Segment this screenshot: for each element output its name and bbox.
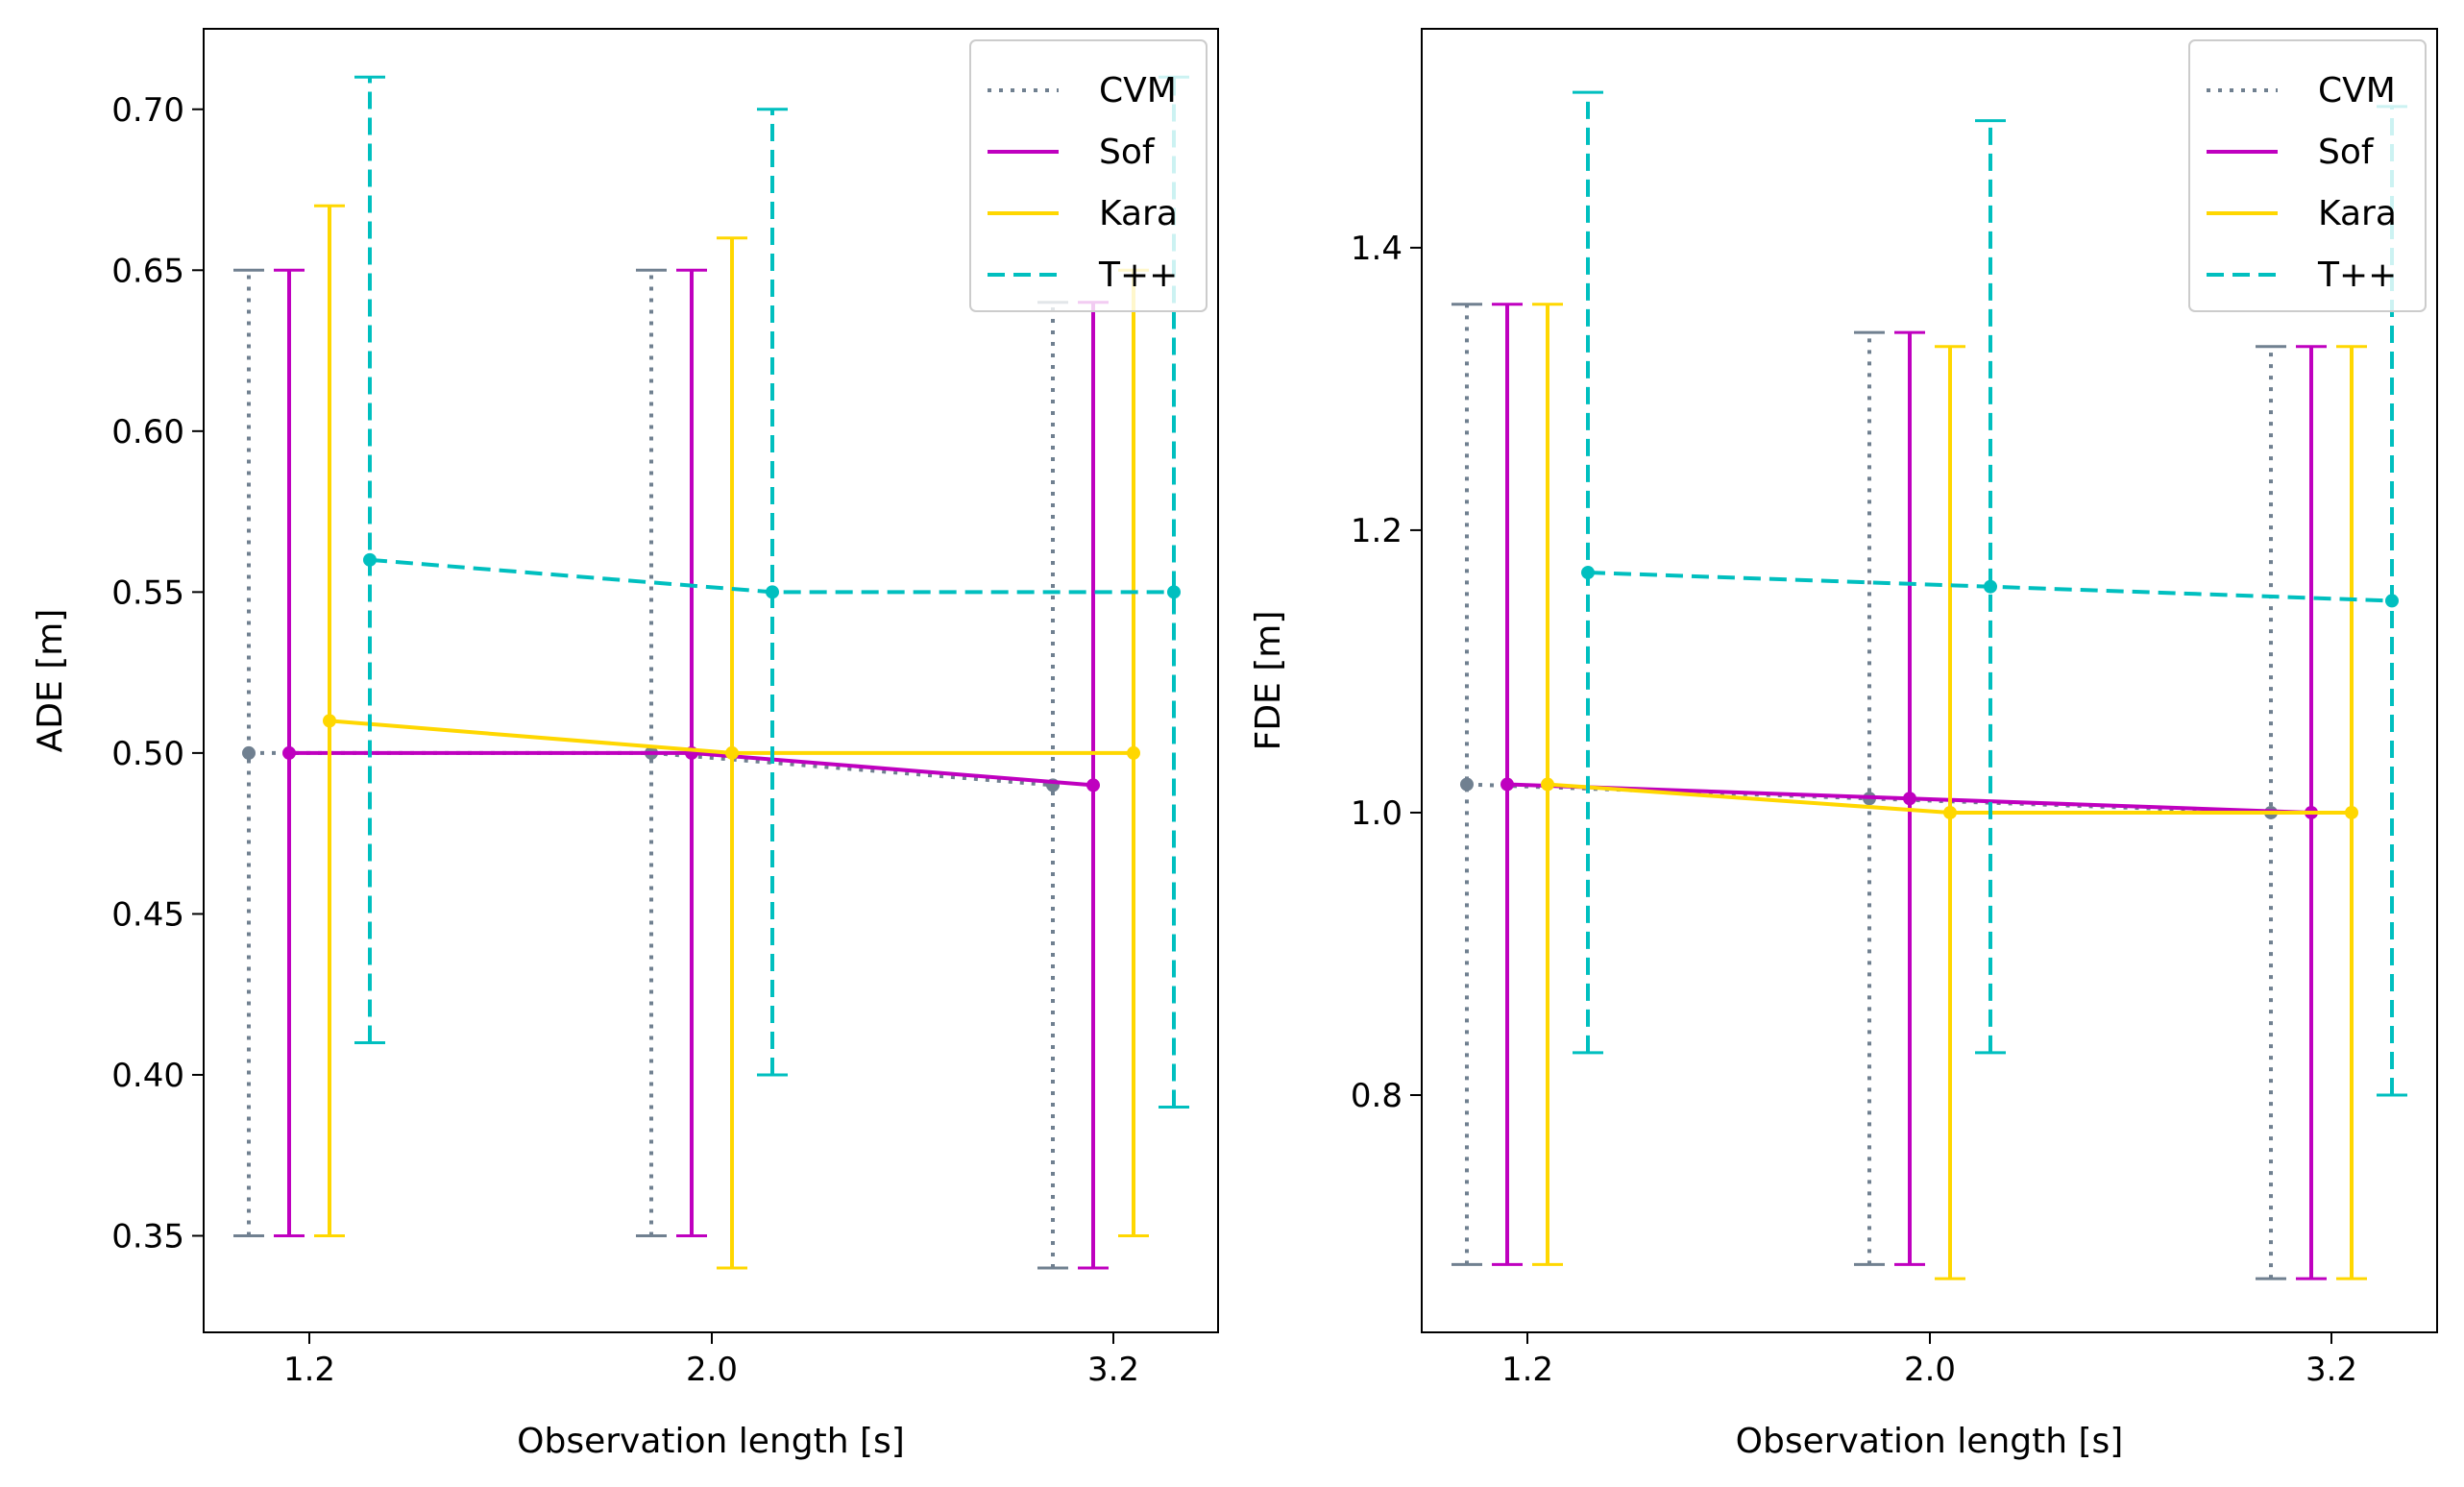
- y-axis-label: FDE [m]: [1249, 611, 1288, 751]
- x-tick-label: 2.0: [686, 1351, 738, 1389]
- data-point: [725, 745, 739, 760]
- y-tick-label: 0.35: [111, 1217, 184, 1255]
- data-point: [282, 745, 296, 760]
- data-point: [1541, 777, 1554, 792]
- legend-box: [2188, 39, 2427, 312]
- x-axis-label: Observation length [s]: [1736, 1422, 2124, 1461]
- y-tick-label: 0.8: [1351, 1077, 1403, 1115]
- series-line: [249, 750, 1054, 788]
- y-tick-label: 1.2: [1351, 512, 1403, 550]
- data-point: [323, 714, 336, 728]
- data-point: [1903, 792, 1916, 806]
- data-point: [1943, 805, 1957, 819]
- legend-label-cvm: CVM: [2318, 71, 2396, 110]
- y-tick-label: 0.45: [111, 895, 184, 934]
- legend-label-cvm: CVM: [1099, 71, 1177, 110]
- legend-label-kara: Kara: [2318, 194, 2397, 233]
- legend-label-sof: Sof: [2318, 133, 2375, 172]
- data-point: [2385, 594, 2399, 608]
- series-kara: [314, 204, 1149, 1270]
- series-kara: [1532, 303, 2367, 1280]
- y-tick-label: 0.50: [111, 735, 184, 773]
- series-cvm: [233, 268, 1068, 1270]
- y-tick-label: 0.65: [111, 252, 184, 290]
- x-axis-label: Observation length [s]: [517, 1422, 905, 1461]
- legend-label-sof: Sof: [1099, 133, 1156, 172]
- data-point: [1500, 777, 1514, 792]
- series-sof: [274, 268, 1109, 1270]
- x-tick-label: 3.2: [2305, 1351, 2357, 1389]
- series-tplusplus: [1573, 90, 2407, 1097]
- y-tick-label: 0.60: [111, 413, 184, 451]
- data-point: [1984, 579, 1997, 594]
- x-tick-label: 3.2: [1087, 1351, 1139, 1389]
- x-tick-label: 2.0: [1904, 1351, 1956, 1389]
- data-point: [363, 552, 377, 567]
- y-tick-label: 0.40: [111, 1057, 184, 1095]
- ade-subplot: 0.35 0.40 0.45 0.50 0.55 0.60 0.65 0.70 1.2 2.0 3.…: [31, 28, 1219, 1461]
- y-tick-label: 1.0: [1351, 794, 1403, 833]
- legend-label-kara: Kara: [1099, 194, 1178, 233]
- series-tplusplus: [354, 75, 1189, 1109]
- x-tick-label: 1.2: [1501, 1351, 1553, 1389]
- y-tick-label: 0.70: [111, 91, 184, 130]
- y-axis-label: ADE [m]: [31, 609, 70, 753]
- data-point: [766, 585, 779, 599]
- data-point: [242, 745, 256, 760]
- data-point: [1167, 585, 1181, 599]
- series-cvm: [1452, 303, 2286, 1280]
- y-tick-label: 0.55: [111, 573, 184, 612]
- y-tick-label: 1.4: [1351, 230, 1403, 268]
- legend-label-tplusplus: T++: [1098, 256, 1178, 295]
- data-point: [1581, 566, 1595, 580]
- data-point: [2345, 805, 2358, 819]
- data-point: [1460, 777, 1474, 792]
- legend-box: [969, 39, 1208, 312]
- legend-label-tplusplus: T++: [2317, 256, 2397, 295]
- data-point: [1086, 778, 1100, 792]
- data-point: [1127, 745, 1140, 760]
- x-tick-label: 1.2: [283, 1351, 335, 1389]
